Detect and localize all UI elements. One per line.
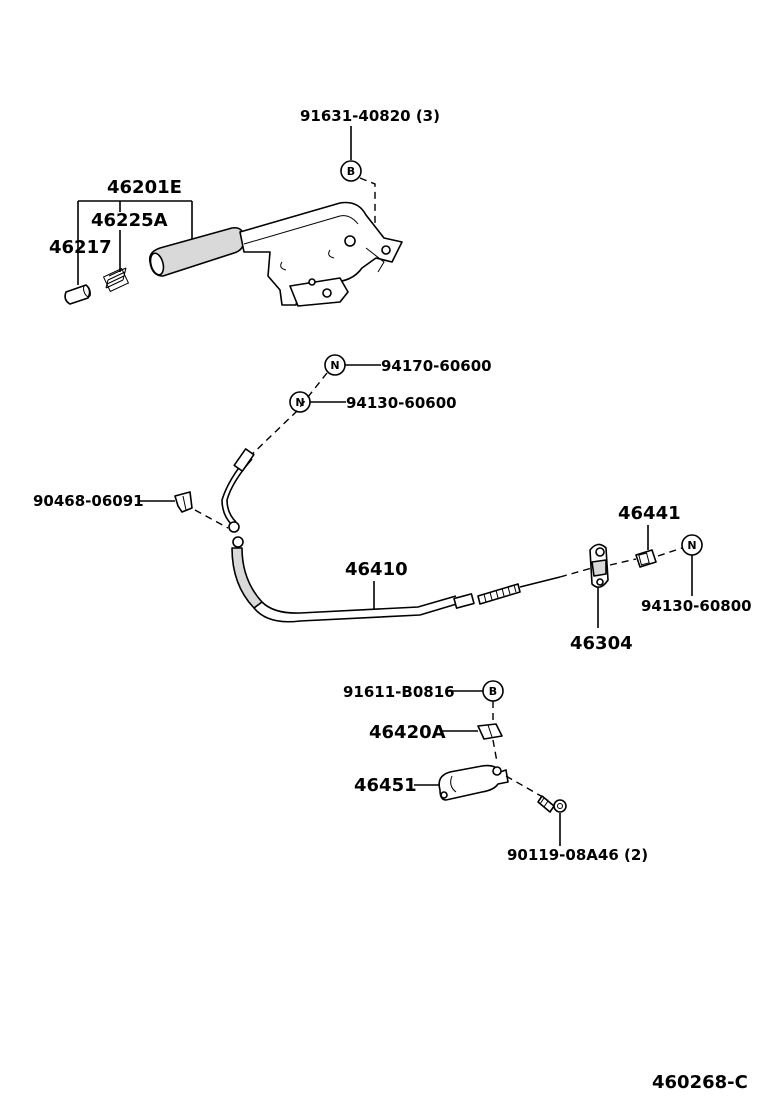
bracket-46201E [77, 200, 193, 285]
label-46304: 46304 [570, 633, 633, 654]
dashed-leader-clamp [505, 775, 549, 801]
dashed-leader-cable-end [559, 567, 593, 578]
part-retainer-46420A [477, 723, 503, 740]
svg-text:B: B [347, 165, 355, 178]
label-46420A: 46420A [369, 722, 446, 743]
bolt-symbol-top: B [340, 160, 362, 182]
label-90119-08A46: 90119-08A46 (2) [507, 846, 648, 864]
bolt-symbol-bottom: B [482, 680, 504, 702]
svg-text:B: B [489, 685, 497, 698]
part-parking-brake-lever [148, 201, 403, 307]
nut-symbol-94130-60800: N [681, 534, 703, 556]
part-clip-90468 [174, 491, 193, 513]
dashed-leader-nuts [245, 372, 328, 461]
nut-symbol-94130-60600: N [289, 391, 311, 413]
label-94130-60800: 94130-60800 [641, 597, 752, 615]
label-90468-06091: 90468-06091 [33, 492, 144, 510]
part-cable-46410 [221, 448, 561, 623]
label-94130-60600: 94130-60600 [346, 394, 457, 412]
svg-text:N: N [687, 539, 696, 552]
lever-assembly-group: 91631-40820 (3) B 46201E 46225A 46217 [49, 107, 440, 307]
part-spring-46225A [102, 267, 130, 293]
dashed-leader-clip [194, 509, 229, 529]
dashed-leader-nut-46441 [657, 547, 683, 557]
dashed-leader-retainer [492, 739, 498, 763]
svg-text:N: N [330, 359, 339, 372]
label-91611-B0816: 91611-B0816 [343, 683, 455, 701]
label-46410: 46410 [345, 559, 408, 580]
diagram-reference-id: 460268-C [652, 1072, 748, 1093]
label-46217: 46217 [49, 237, 112, 258]
cable-assembly-group: N 94170-60600 N 94130-60600 90468-06091 [33, 354, 752, 654]
clamp-assembly-group: 91611-B0816 B 46420A 46451 [343, 680, 648, 864]
label-91631-40820: 91631-40820 (3) [300, 107, 440, 125]
label-46441: 46441 [618, 503, 681, 524]
label-94170-60600: 94170-60600 [381, 357, 492, 375]
label-46201E: 46201E [107, 177, 182, 198]
nut-symbol-94170: N [324, 354, 346, 376]
dashed-leader-equalizer [609, 558, 637, 566]
part-clamp-46451 [438, 764, 509, 801]
svg-text:N: N [295, 396, 304, 409]
part-bolt-90119 [537, 795, 567, 813]
part-adjusting-nut-46441 [635, 549, 657, 568]
part-equalizer-46304 [589, 543, 609, 588]
part-cap-46217 [64, 284, 91, 305]
label-46451: 46451 [354, 775, 417, 796]
label-46225A: 46225A [91, 210, 168, 231]
